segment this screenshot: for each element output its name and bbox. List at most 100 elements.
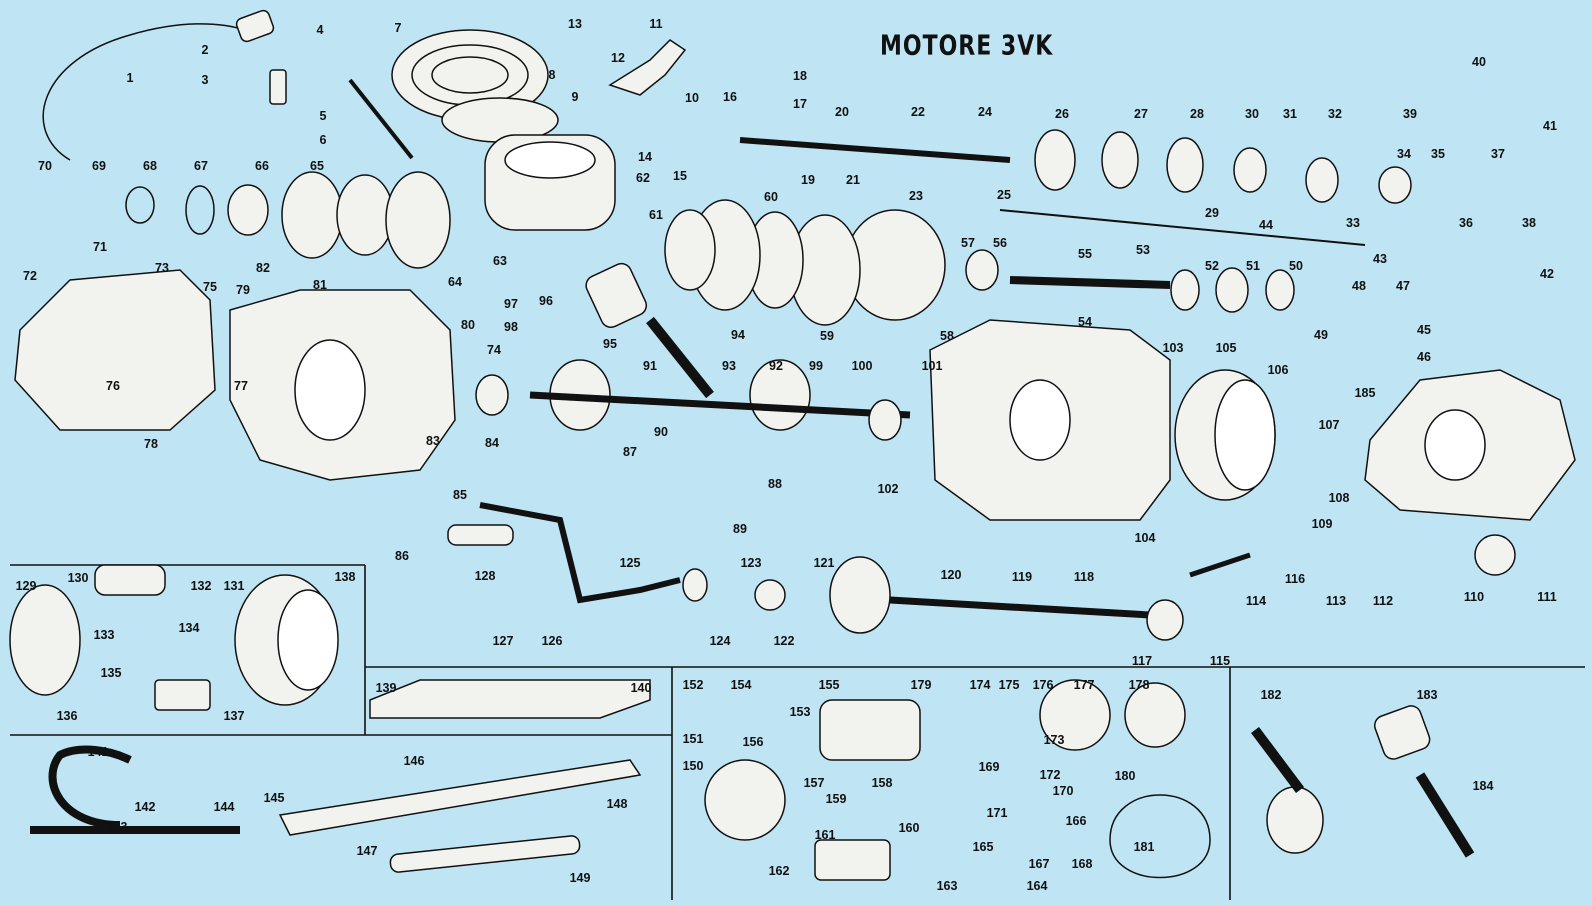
part-number-label: 133: [93, 627, 115, 642]
part-number-label: 74: [487, 342, 501, 357]
part-number-label: 92: [769, 358, 783, 373]
part-number-label: 167: [1028, 856, 1050, 871]
stator-plate: [9, 584, 81, 696]
part-number-label: 67: [194, 158, 208, 173]
part-number-label: 127: [492, 633, 514, 648]
part-number-label: 107: [1318, 417, 1340, 432]
part-number-label: 4: [316, 22, 324, 37]
part-number-label: 174: [969, 677, 991, 692]
part-number-label: 170: [1052, 783, 1074, 798]
part-number-label: 118: [1073, 569, 1095, 584]
part-number-label: 124: [709, 633, 731, 648]
part-number-label: 182: [1260, 687, 1282, 702]
part-number-label: 179: [910, 677, 932, 692]
part-number-label: 36: [1459, 215, 1473, 230]
part-number-label: 48: [1352, 278, 1366, 293]
part-number-label: 148: [606, 796, 628, 811]
part-number-label: 120: [940, 567, 962, 582]
crankcase-boss: [1009, 379, 1071, 461]
spring: [125, 186, 155, 224]
part-number-label: 173: [1043, 732, 1065, 747]
part-number-label: 135: [100, 665, 122, 680]
bearing: [965, 249, 999, 291]
part-number-label: 139: [375, 680, 397, 695]
gear: [1101, 131, 1139, 189]
part-number-label: 46: [1417, 349, 1431, 364]
part-number-label: 176: [1032, 677, 1054, 692]
gear: [1170, 269, 1200, 311]
part-number-label: 65: [310, 158, 324, 173]
cylinder-bore: [504, 141, 596, 179]
part-number-label: 14: [638, 149, 652, 164]
kickstart-lever: [479, 502, 681, 604]
bearing: [475, 374, 509, 416]
part-number-label: 68: [143, 158, 157, 173]
part-number-label: 141: [87, 744, 109, 759]
ignition-coil: [94, 564, 166, 596]
part-number-label: 113: [1325, 593, 1347, 608]
part-number-label: 156: [742, 734, 764, 749]
part-number-label: 35: [1431, 146, 1445, 161]
part-number-label: 128: [474, 568, 496, 583]
part-number-label: 3: [201, 72, 209, 87]
part-number-label: 161: [814, 827, 836, 842]
part-number-label: 115: [1209, 653, 1231, 668]
layshaft: [1009, 276, 1171, 289]
crank-web: [1266, 786, 1324, 854]
part-number-label: 81: [313, 277, 327, 292]
silencer: [278, 759, 642, 836]
part-number-label: 6: [319, 132, 327, 147]
part-number-label: 168: [1071, 856, 1093, 871]
part-number-label: 104: [1134, 530, 1156, 545]
gear: [1215, 267, 1249, 313]
part-number-label: 111: [1537, 589, 1557, 604]
clutch-hub: [227, 184, 269, 236]
part-number-label: 85: [453, 487, 467, 502]
part-number-label: 26: [1055, 106, 1069, 121]
part-number-label: 138: [334, 569, 356, 584]
part-number-label: 44: [1259, 217, 1273, 232]
part-number-label: 32: [1328, 106, 1342, 121]
part-number-label: 37: [1491, 146, 1505, 161]
part-number-label: 160: [898, 820, 920, 835]
part-number-label: 33: [1346, 215, 1360, 230]
part-number-label: 87: [623, 444, 637, 459]
part-number-label: 70: [38, 158, 52, 173]
air-filter-base: [814, 839, 891, 881]
plug-cap: [235, 9, 275, 43]
part-number-label: 155: [818, 677, 840, 692]
part-number-label: 86: [395, 548, 409, 563]
part-number-label: 119: [1011, 569, 1033, 584]
part-number-label: 75: [203, 279, 217, 294]
part-number-label: 45: [1417, 322, 1431, 337]
part-number-label: 57: [961, 235, 975, 250]
part-number-label: 47: [1396, 278, 1410, 293]
part-number-label: 163: [936, 878, 958, 893]
spark-plug: [269, 69, 287, 105]
part-number-label: 165: [972, 839, 994, 854]
air-filter-cover: [1124, 682, 1186, 748]
part-number-label: 93: [722, 358, 736, 373]
part-number-label: 159: [825, 791, 847, 806]
rubber-grip: [447, 524, 514, 546]
part-number-label: 41: [1543, 118, 1557, 133]
part-number-label: 116: [1284, 571, 1306, 586]
part-number-label: 109: [1311, 516, 1333, 531]
inspection-cap: [1474, 534, 1516, 576]
spring-wrench: [1189, 552, 1251, 578]
part-number-label: 19: [801, 172, 815, 187]
part-number-label: 97: [504, 296, 518, 311]
part-number-label: 10: [685, 90, 699, 105]
part-number-label: 134: [178, 620, 200, 635]
part-number-label: 184: [1472, 778, 1494, 793]
part-number-label: 145: [263, 790, 285, 805]
part-number-label: 136: [56, 708, 78, 723]
part-number-label: 42: [1540, 266, 1554, 281]
part-number-label: 13: [568, 16, 582, 31]
gear-selector-rod: [999, 209, 1366, 246]
part-number-label: 125: [619, 555, 641, 570]
part-number-label: 96: [539, 293, 553, 308]
part-number-label: 117: [1131, 653, 1153, 668]
part-number-label: 140: [630, 680, 652, 695]
